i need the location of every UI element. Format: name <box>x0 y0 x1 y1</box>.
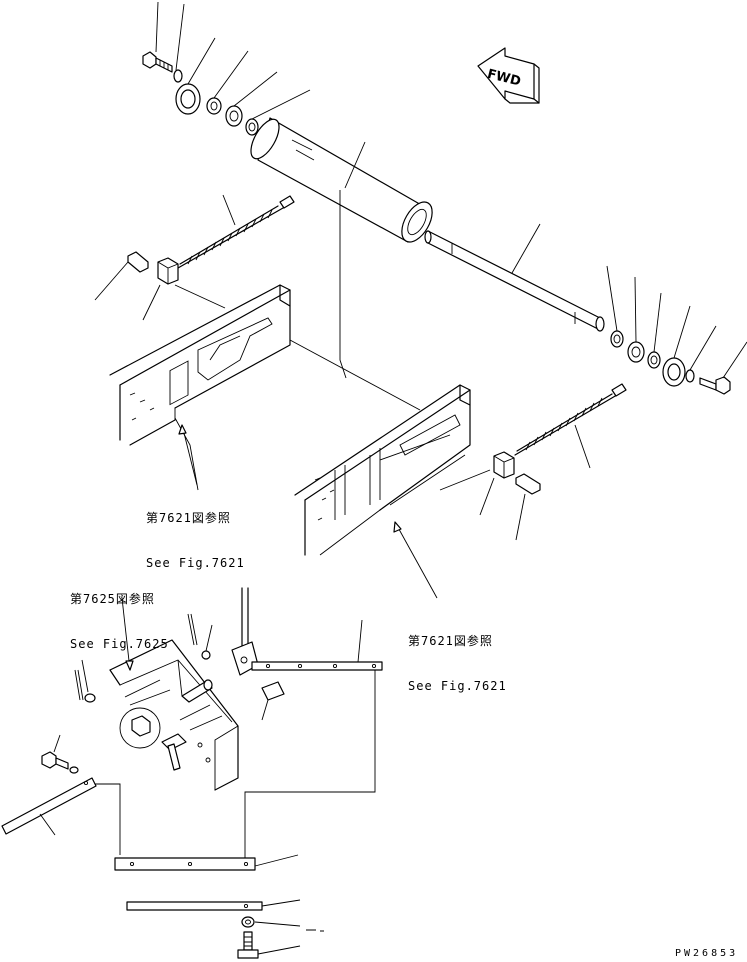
lower-washer <box>685 369 695 383</box>
long-strap <box>1 777 121 855</box>
lower-bearing <box>662 357 686 387</box>
lower-bracket-pointer <box>121 597 134 671</box>
leader-lines-right <box>606 265 747 379</box>
reference-en: See Fig.7625 <box>70 637 169 651</box>
pivot-pin-upper <box>177 659 213 703</box>
reference-label-left-frame: 第7621図参照 See Fig.7621 <box>146 481 245 586</box>
cotter-pin-upper <box>187 613 213 660</box>
lower-snap-ring <box>647 351 661 369</box>
lower-bracket <box>109 639 239 791</box>
left-frame-pointer <box>178 424 198 486</box>
pivot-pin-lower <box>161 733 187 771</box>
drawing-code: PW26853 <box>675 948 739 959</box>
link-line <box>174 284 226 309</box>
upper-bearing <box>175 83 201 115</box>
link-line-2 <box>289 339 421 411</box>
lower-grease-fitting <box>515 473 541 541</box>
reference-en: See Fig.7621 <box>146 556 245 570</box>
right-track-frame <box>294 384 471 556</box>
bottom-bolt <box>41 734 79 774</box>
upper-snap-ring <box>206 97 222 115</box>
upper-bolt <box>142 51 173 73</box>
lower-bolt <box>699 376 731 395</box>
link-line-3 <box>439 469 491 491</box>
small-washer-lower <box>81 659 96 703</box>
upper-spring-rod <box>177 194 295 269</box>
clevis-pin <box>261 681 285 721</box>
reference-en: See Fig.7621 <box>408 679 507 693</box>
reference-label-right-frame: 第7621図参照 See Fig.7621 <box>408 604 507 709</box>
upper-seal <box>245 118 259 136</box>
horizontal-link <box>251 619 383 671</box>
detail-circle <box>119 707 161 749</box>
reference-jp: 第7621図参照 <box>146 511 231 525</box>
roller <box>250 117 433 243</box>
lower-bolt-vertical <box>237 931 301 959</box>
shaft <box>424 223 605 332</box>
lower-lock-washer <box>241 916 324 932</box>
lower-flat-bar <box>126 899 301 911</box>
lower-spring-rod <box>514 383 627 469</box>
cotter-pin <box>74 669 84 701</box>
lower-collar <box>627 341 645 363</box>
upper-collar <box>225 105 243 127</box>
routing-line <box>244 670 376 865</box>
reference-jp: 第7625図参照 <box>70 592 155 606</box>
right-frame-pointer <box>393 521 438 599</box>
upper-grease-fitting <box>94 251 149 301</box>
upper-washer <box>173 69 183 83</box>
lower-l-bracket <box>114 854 299 871</box>
leader-lines-top <box>155 1 311 120</box>
upper-spring-block <box>142 257 179 321</box>
left-track-frame <box>109 284 291 491</box>
reference-label-bracket: 第7625図参照 See Fig.7625 <box>70 562 169 667</box>
roller-center-line <box>339 190 347 379</box>
reference-jp: 第7621図参照 <box>408 634 493 648</box>
lower-spring-block <box>479 451 515 516</box>
lower-seal <box>610 330 624 348</box>
fwd-arrow: FWD <box>477 47 540 104</box>
